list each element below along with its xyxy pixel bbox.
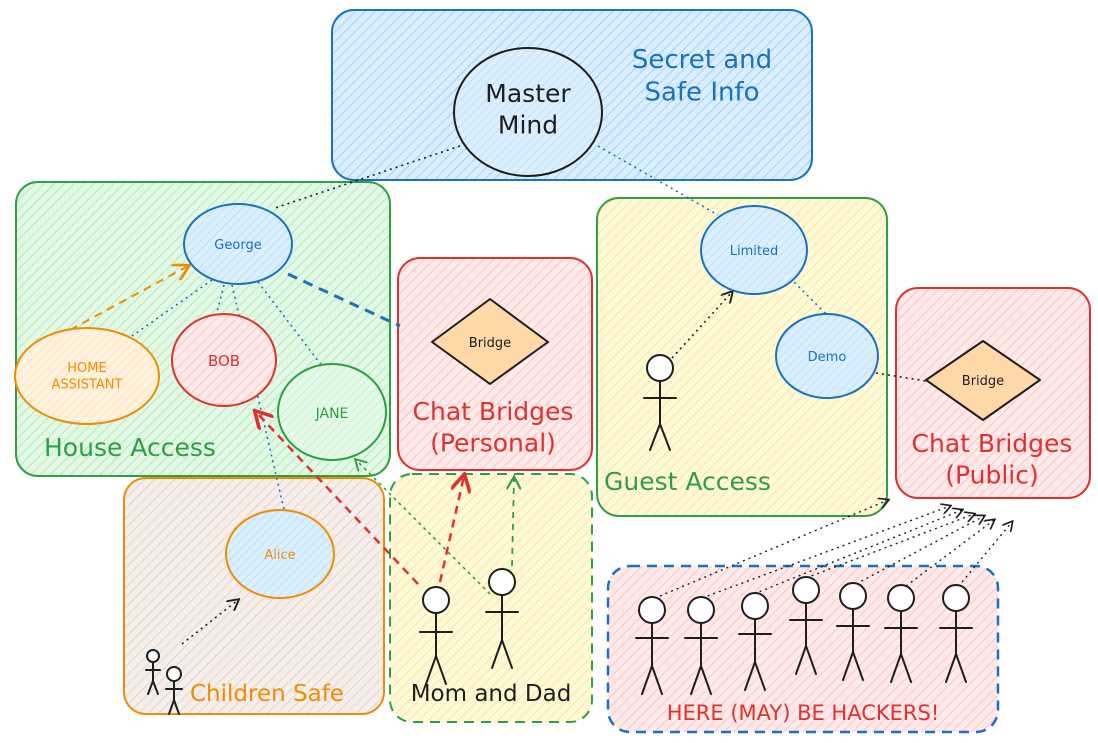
node-demo: Demo bbox=[775, 313, 879, 399]
node-alice: Alice bbox=[225, 509, 335, 599]
label-line: Chat Bridges bbox=[912, 429, 1073, 458]
arrow-parent2-bridge bbox=[512, 478, 514, 567]
zone-parents-label: Mom and Dad bbox=[411, 681, 572, 707]
label-line: Chat Bridges bbox=[413, 397, 574, 426]
guest-figure bbox=[643, 354, 677, 451]
zone-hackers-label: HERE (MAY) BE HACKERS! bbox=[667, 701, 940, 725]
bridge-public-label: Bridge bbox=[962, 374, 1004, 389]
arrow-hacker7 bbox=[961, 522, 1012, 583]
node-george: George bbox=[183, 203, 293, 285]
zone-children-label: Children Safe bbox=[190, 681, 344, 707]
zone-parents-box bbox=[389, 473, 593, 723]
home-assistant-circle bbox=[14, 327, 160, 425]
jane-label: JANE bbox=[315, 406, 349, 422]
arrow-hacker3 bbox=[753, 510, 962, 595]
demo-label: Demo bbox=[808, 350, 847, 365]
label-line: HOME bbox=[67, 361, 106, 376]
bob-label: BOB bbox=[208, 352, 240, 370]
arrow-parent1-bob bbox=[256, 412, 419, 585]
arrow-hacker2 bbox=[701, 506, 950, 599]
demo-circle bbox=[775, 313, 879, 399]
label-line: Master bbox=[485, 79, 571, 108]
node-limited: Limited bbox=[700, 205, 808, 295]
node-bridge-personal: Bridge bbox=[431, 298, 549, 385]
child-figure bbox=[165, 666, 183, 715]
bob-circle bbox=[171, 313, 277, 407]
arrow-parent1-bridge bbox=[438, 476, 464, 583]
bridge-public-diamond bbox=[925, 340, 1041, 421]
label-line: ASSISTANT bbox=[52, 377, 123, 392]
bridge-personal-label: Bridge bbox=[469, 336, 511, 351]
jane-circle bbox=[277, 363, 387, 461]
bridge-personal-diamond bbox=[431, 298, 549, 385]
link-demo-bridge bbox=[875, 372, 927, 382]
alice-circle bbox=[225, 509, 335, 599]
zone-children bbox=[123, 477, 385, 715]
hacker-figure-7 bbox=[939, 584, 973, 683]
zone-house-label: House Access bbox=[44, 433, 216, 462]
label-line: Mind bbox=[498, 110, 558, 139]
limited-circle bbox=[700, 205, 808, 295]
george-label: George bbox=[214, 238, 261, 253]
zone-chat-personal-label: Chat Bridges(Personal) bbox=[413, 397, 574, 457]
zone-guest-box bbox=[596, 197, 888, 517]
link-master-george bbox=[274, 145, 461, 209]
george-circle bbox=[183, 203, 293, 285]
hacker-figure-2 bbox=[684, 596, 718, 695]
label-line: Secret and bbox=[632, 45, 772, 75]
link-george-alice bbox=[231, 284, 287, 519]
link-george-bridge bbox=[287, 272, 401, 328]
link-master-limited bbox=[597, 145, 719, 216]
zone-chat-public-label: Chat Bridges(Public) bbox=[912, 429, 1073, 489]
label-line: (Personal) bbox=[430, 428, 556, 457]
zone-guest bbox=[596, 197, 888, 517]
hacker-figure-1 bbox=[635, 596, 669, 695]
arrow-hacker6 bbox=[905, 520, 994, 587]
alice-label: Alice bbox=[264, 548, 295, 563]
hacker-figure-3 bbox=[738, 592, 772, 691]
label-line: (Public) bbox=[945, 460, 1039, 489]
parent-figure-dad bbox=[485, 568, 519, 669]
zone-parents bbox=[389, 473, 593, 723]
child-figure-small bbox=[145, 649, 161, 695]
parent-figure-mom bbox=[419, 586, 453, 685]
hacker-figure-5 bbox=[836, 582, 870, 681]
node-bob: BOB bbox=[171, 313, 277, 407]
limited-label: Limited bbox=[730, 244, 778, 259]
link-george-homeassistant bbox=[131, 279, 213, 337]
hacker-figure-6 bbox=[884, 584, 918, 683]
arrow-hacker5 bbox=[855, 516, 984, 585]
node-jane: JANE bbox=[277, 363, 387, 461]
zone-guest-label: Guest Access bbox=[604, 467, 771, 496]
connectors bbox=[69, 145, 1012, 645]
node-bridge-public: Bridge bbox=[925, 340, 1041, 421]
zone-children-box bbox=[123, 477, 385, 715]
label-line: Safe Info bbox=[644, 78, 759, 108]
master-circle bbox=[453, 47, 603, 177]
hacker-figure-4 bbox=[789, 576, 823, 675]
